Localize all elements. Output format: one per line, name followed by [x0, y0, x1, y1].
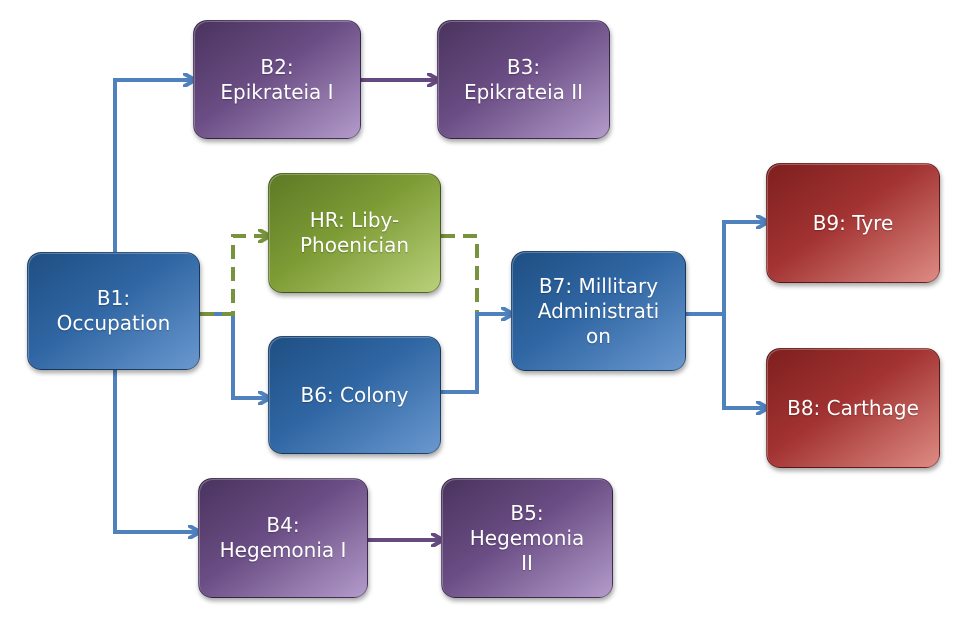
node-b5-hegemonia-ii: B5: Hegemonia II	[441, 478, 613, 598]
node-b8-label: B8: Carthage	[787, 395, 919, 420]
node-b9-tyre: B9: Tyre	[766, 163, 940, 283]
node-b1-label: B1: Occupation	[56, 286, 171, 335]
node-b4-label: B4: Hegemonia I	[219, 513, 347, 562]
node-b1-occupation: B1: Occupation	[27, 252, 200, 370]
node-b5-label: B5: Hegemonia II	[469, 500, 585, 575]
edge-b1-b2	[113, 80, 193, 252]
node-b4-hegemonia-i: B4: Hegemonia I	[198, 478, 368, 598]
edge-hr-b7	[441, 234, 479, 314]
node-b2-label: B2: Epikrateia I	[220, 54, 334, 104]
edge-b7-b8	[686, 312, 766, 408]
node-b3-label: B3: Epikrateia II	[463, 54, 584, 104]
node-b2-epikrateia-i: B2: Epikrateia I	[193, 20, 361, 139]
node-b7-label: B7: Millitary Administrati on	[537, 273, 660, 348]
node-b8-carthage: B8: Carthage	[766, 348, 940, 468]
node-b6-label: B6: Colony	[300, 382, 409, 407]
node-hr-label: HR: Liby- Phoenician	[300, 208, 409, 257]
edge-b1-b6	[200, 312, 268, 398]
node-b7-millitary-administration: B7: Millitary Administrati on	[511, 251, 686, 371]
node-b9-label: B9: Tyre	[812, 210, 894, 235]
edge-b1-b4	[113, 370, 198, 532]
node-b3-epikrateia-ii: B3: Epikrateia II	[437, 20, 610, 139]
edge-b6-b7	[441, 314, 511, 394]
node-hr-liby-phoenician: HR: Liby- Phoenician	[268, 173, 441, 293]
edge-b1-hr	[200, 236, 268, 316]
edge-b7-b9	[686, 222, 766, 316]
node-b6-colony: B6: Colony	[268, 336, 441, 454]
